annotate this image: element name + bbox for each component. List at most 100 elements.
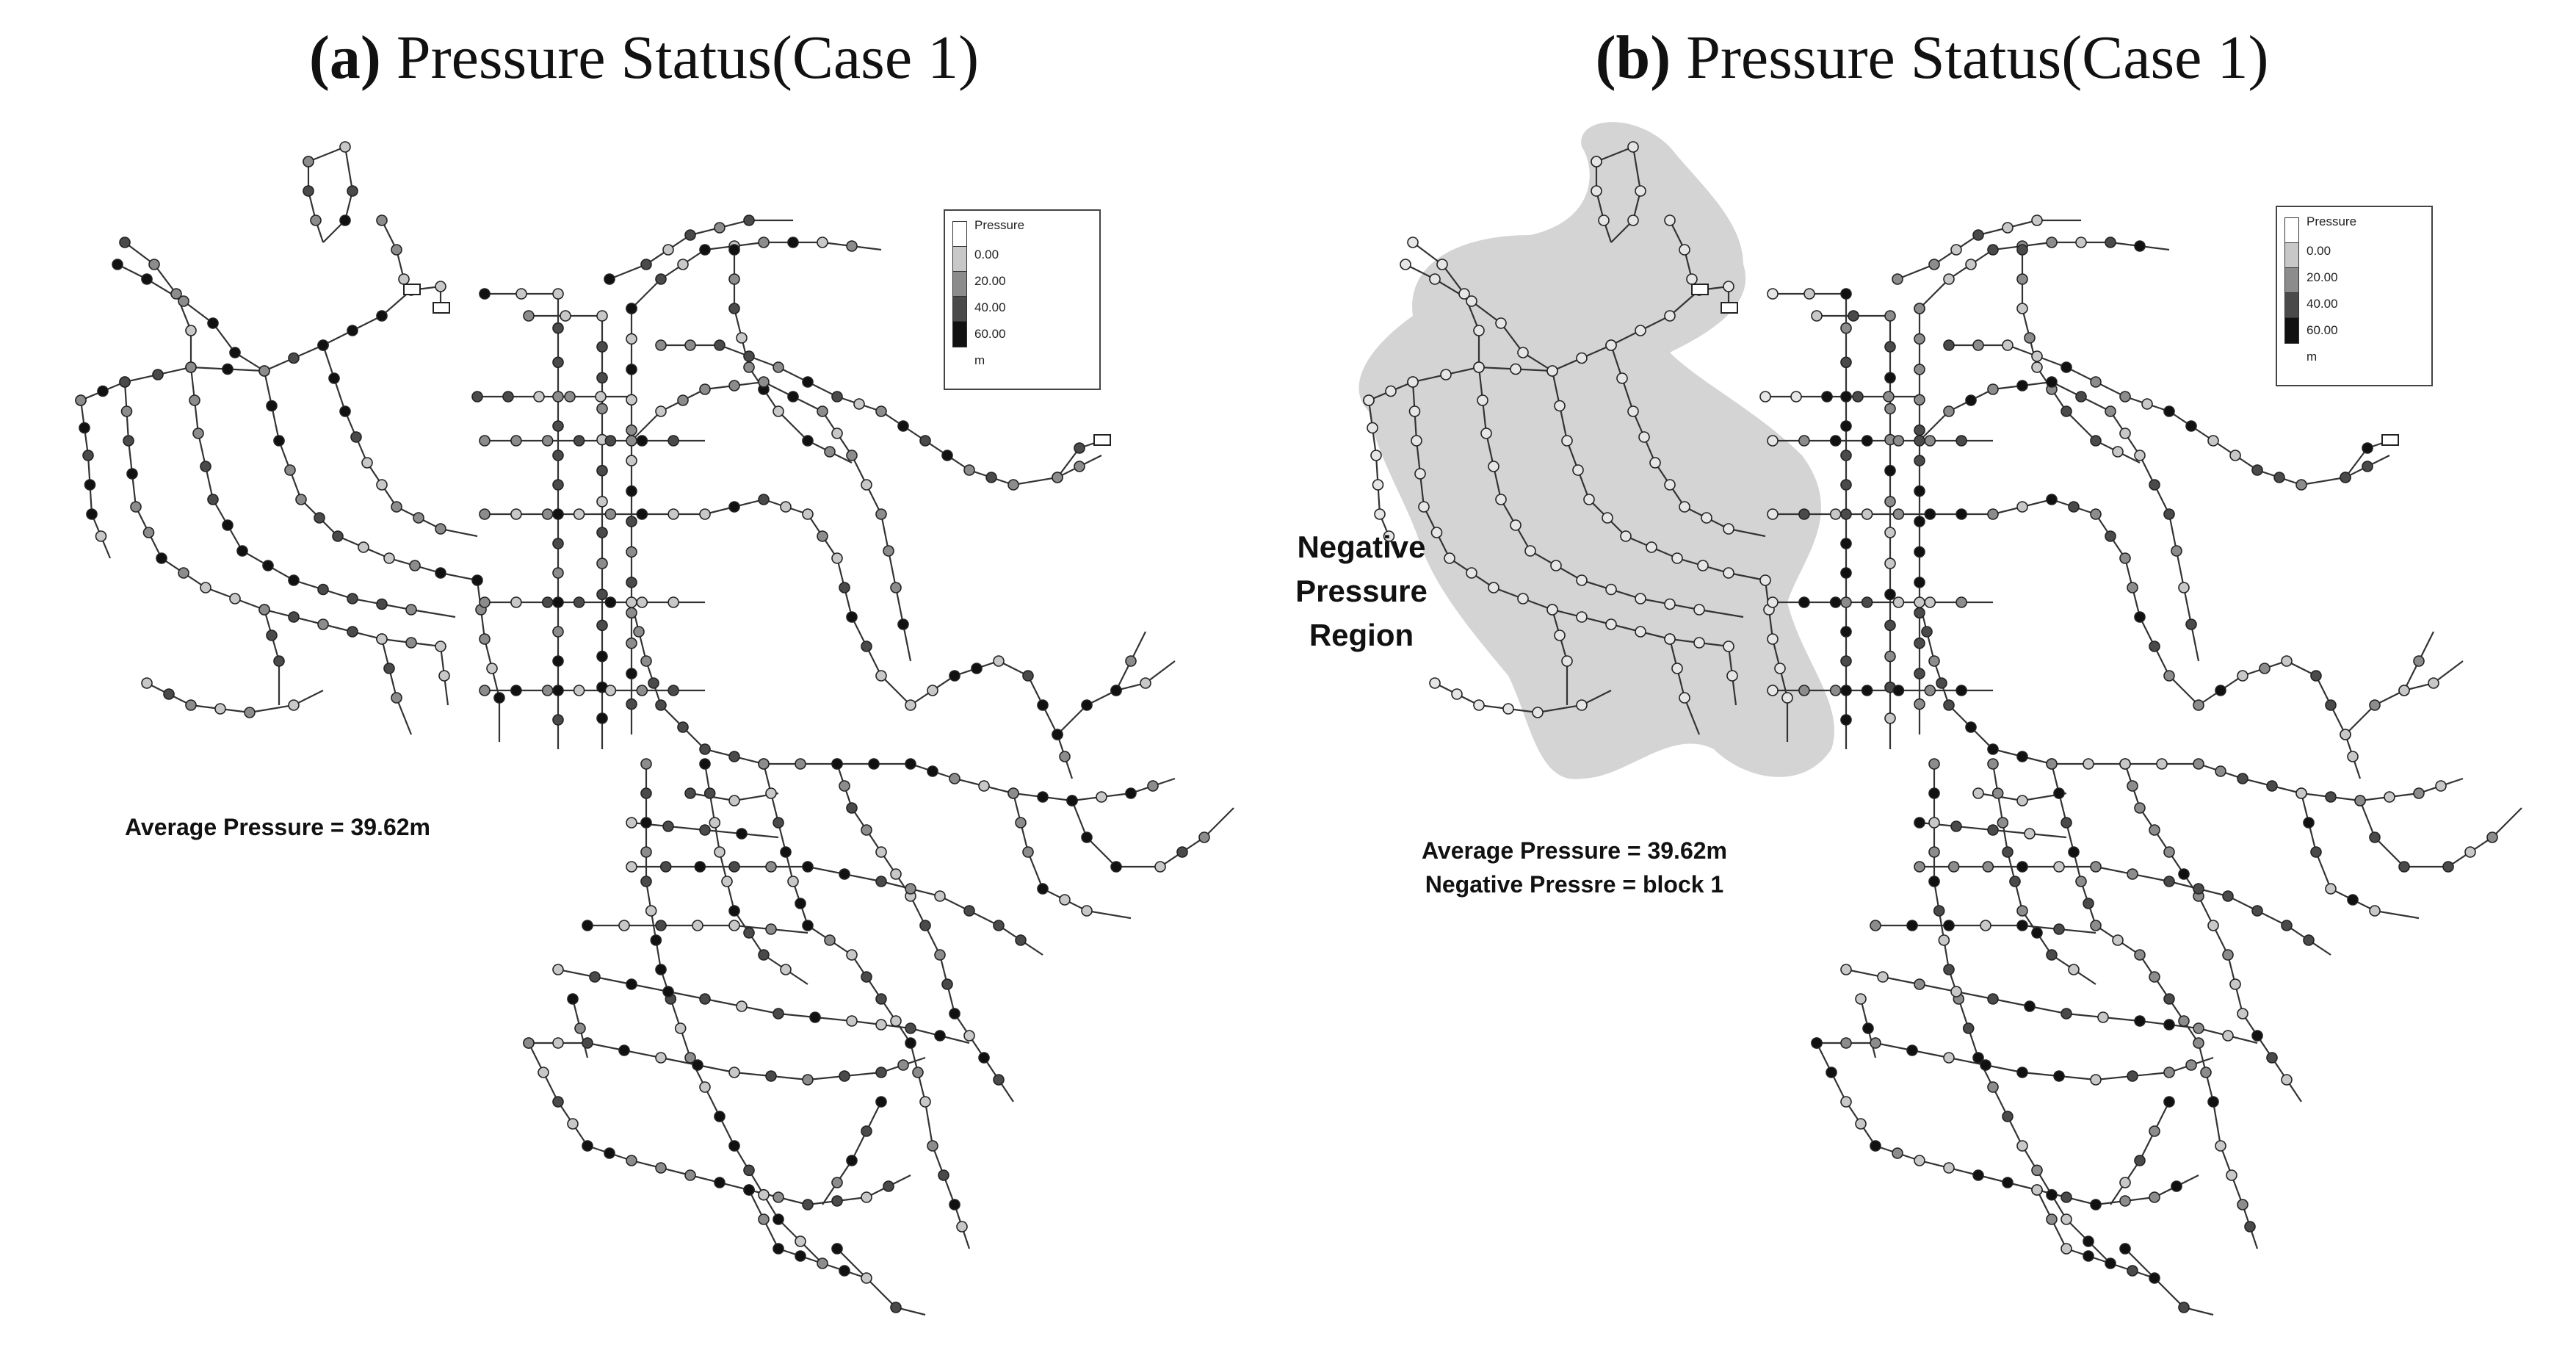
junction-node bbox=[1561, 435, 1573, 447]
junction-node bbox=[596, 527, 608, 538]
legend-swatch bbox=[2284, 217, 2299, 244]
junction-node bbox=[1767, 288, 1779, 300]
junction-node bbox=[303, 185, 314, 197]
junction-node bbox=[1840, 322, 1852, 334]
junction-node bbox=[905, 1037, 916, 1049]
junction-node bbox=[667, 435, 679, 447]
junction-node bbox=[552, 1037, 564, 1049]
junction-node bbox=[1693, 637, 1705, 649]
junction-node bbox=[655, 405, 667, 417]
junction-node bbox=[1955, 508, 1967, 520]
junction-node bbox=[684, 1052, 696, 1064]
junction-node bbox=[890, 868, 902, 880]
junction-node bbox=[1110, 861, 1122, 873]
junction-node bbox=[1861, 435, 1873, 447]
junction-node bbox=[2002, 1177, 2014, 1188]
junction-node bbox=[1081, 905, 1093, 917]
junction-node bbox=[743, 361, 755, 373]
junction-node bbox=[758, 949, 770, 961]
junction-node bbox=[1884, 341, 1896, 353]
junction-node bbox=[1914, 1155, 1925, 1166]
junction-node bbox=[2369, 831, 2381, 843]
junction-node bbox=[1554, 629, 1566, 641]
junction-node bbox=[640, 876, 652, 887]
junction-node bbox=[604, 435, 617, 447]
junction-node bbox=[2046, 1213, 2058, 1225]
junction-node bbox=[1037, 883, 1049, 895]
junction-node bbox=[79, 422, 90, 434]
panel-title-letter: (b) bbox=[1595, 24, 1671, 92]
junction-node bbox=[2259, 663, 2271, 674]
panel-a: (a) Pressure Status(Case 1) Pressure 0.0… bbox=[75, 24, 1234, 1316]
junction-node bbox=[1892, 596, 1905, 608]
junction-node bbox=[2163, 670, 2175, 682]
junction-node bbox=[236, 545, 248, 557]
junction-node bbox=[1550, 560, 1562, 571]
junction-node bbox=[1561, 655, 1573, 667]
junction-node bbox=[699, 1081, 711, 1093]
junction-node bbox=[2369, 905, 2381, 917]
junction-node bbox=[479, 633, 491, 645]
pipe bbox=[2345, 631, 2434, 735]
junction-node bbox=[200, 461, 211, 472]
junction-node bbox=[824, 934, 836, 946]
junction-node bbox=[1829, 508, 1842, 520]
junction-node bbox=[1987, 824, 1999, 836]
junction-node bbox=[949, 1008, 960, 1020]
junction-node bbox=[2347, 894, 2359, 906]
junction-node bbox=[2119, 391, 2131, 403]
junction-node bbox=[229, 347, 241, 358]
junction-node bbox=[2141, 398, 2153, 410]
junction-node bbox=[897, 618, 909, 630]
junction-node bbox=[2266, 1052, 2278, 1064]
junction-node bbox=[596, 403, 608, 415]
junction-node bbox=[839, 868, 850, 880]
junction-node bbox=[1914, 607, 1925, 619]
junction-node bbox=[817, 237, 828, 248]
junction-node bbox=[2016, 795, 2028, 807]
junction-node bbox=[765, 787, 777, 799]
junction-node bbox=[2016, 1067, 2028, 1078]
junction-node bbox=[2119, 1243, 2131, 1255]
junction-node bbox=[1829, 435, 1842, 447]
junction-node bbox=[773, 1191, 784, 1203]
junction-node bbox=[1759, 391, 1771, 403]
junction-node bbox=[655, 699, 667, 711]
junction-node bbox=[141, 273, 153, 285]
junction-node bbox=[780, 964, 792, 975]
junction-node bbox=[1576, 611, 1588, 623]
junction-node bbox=[780, 846, 792, 858]
junction-node bbox=[1059, 751, 1071, 762]
junction-node bbox=[1081, 831, 1093, 843]
junction-node bbox=[667, 685, 679, 696]
junction-node bbox=[1154, 861, 1166, 873]
junction-node bbox=[743, 350, 755, 362]
average-pressure-label: Average Pressure = 39.62m bbox=[125, 814, 430, 840]
junction-node bbox=[2127, 1265, 2138, 1277]
junction-node bbox=[655, 1052, 667, 1064]
junction-node bbox=[2046, 1188, 2058, 1201]
junction-node bbox=[1884, 496, 1896, 508]
junction-node bbox=[1074, 442, 1085, 454]
pipe bbox=[380, 638, 413, 735]
junction-node bbox=[1477, 394, 1488, 406]
junction-node bbox=[582, 1037, 593, 1049]
junction-node bbox=[1015, 934, 1027, 946]
junction-node bbox=[626, 1155, 637, 1166]
junction-node bbox=[2171, 545, 2182, 557]
junction-node bbox=[692, 1059, 703, 1071]
junction-node bbox=[1052, 729, 1063, 740]
junction-node bbox=[2046, 494, 2058, 505]
junction-node bbox=[552, 420, 564, 432]
junction-node bbox=[626, 424, 637, 436]
junction-node bbox=[2031, 350, 2043, 362]
junction-node bbox=[596, 372, 608, 384]
junction-node bbox=[596, 650, 608, 663]
junction-node bbox=[1972, 229, 1984, 241]
legend-level: 0.00 bbox=[2307, 244, 2331, 258]
junction-node bbox=[1591, 156, 1602, 167]
junction-node bbox=[728, 1067, 740, 1078]
junction-node bbox=[640, 259, 652, 270]
junction-node bbox=[1664, 214, 1676, 226]
junction-node bbox=[163, 688, 175, 700]
